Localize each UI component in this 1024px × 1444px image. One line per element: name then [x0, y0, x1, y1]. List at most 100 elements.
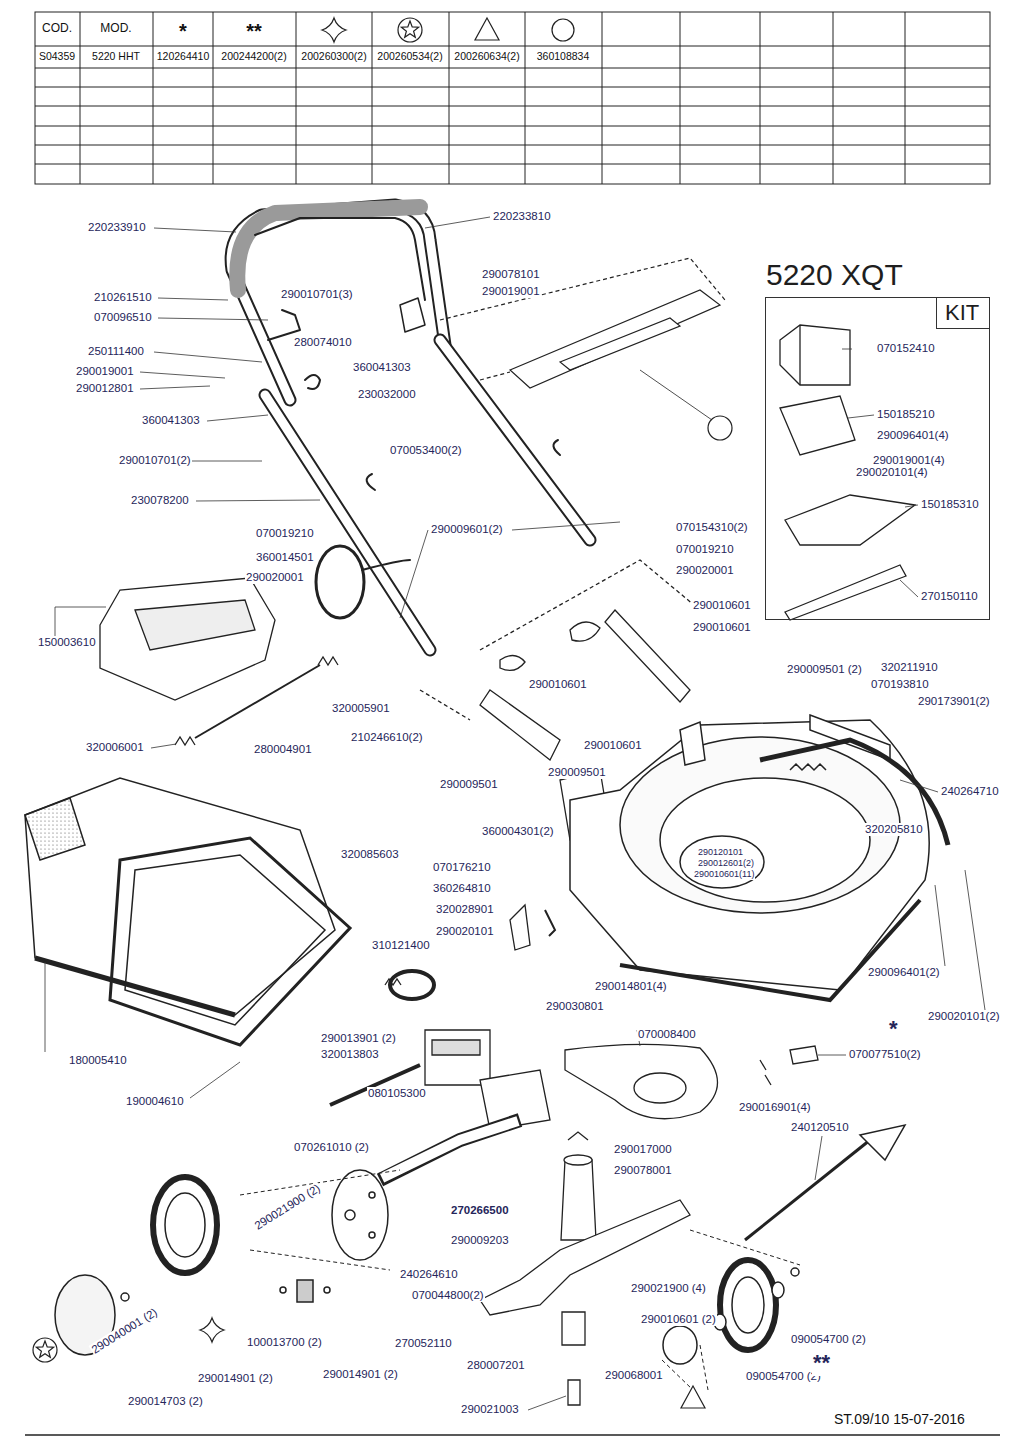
- callout-number: 290009501: [547, 766, 607, 779]
- callout-number: 290020101(2): [927, 1010, 1001, 1023]
- callout-number: 070008400: [637, 1028, 697, 1041]
- drive-parts: [330, 905, 818, 1180]
- handle: [231, 205, 590, 650]
- callout-number: 070019210: [675, 543, 735, 556]
- rear-flap: [100, 578, 338, 745]
- callout-number: 320028901: [435, 903, 495, 916]
- callout-number: 320211910: [880, 661, 939, 674]
- callout-number: 290013901 (2): [320, 1032, 397, 1045]
- callout-number: 320205810: [864, 823, 924, 836]
- callout-number: 270150110: [920, 590, 979, 603]
- callout-number: 290009601(2): [430, 523, 504, 536]
- callout-number: 290020101(4): [855, 466, 929, 479]
- callout-number: ST.09/10 15-07-2016: [833, 1411, 966, 1427]
- callout-number: 290019001: [481, 285, 541, 298]
- callout-number: 290021003: [460, 1403, 520, 1416]
- parts-table-grid: [35, 12, 990, 184]
- callout-number: 070053400(2): [389, 444, 463, 457]
- callout-number: 070152410: [876, 342, 936, 355]
- callout-number: 320006001: [85, 741, 145, 754]
- callout-number: 290014901 (2): [197, 1372, 274, 1385]
- callout-number: 290010601 (2): [640, 1313, 717, 1326]
- callout-number: 290010601: [528, 678, 588, 691]
- callout-number: 210246610(2): [350, 731, 424, 744]
- kit-tag: KIT: [937, 298, 989, 327]
- callout-number: 230032000: [357, 388, 417, 401]
- callout-number: 070096510: [93, 311, 153, 324]
- callout-number: 290010701(3): [280, 288, 354, 301]
- callout-number: 070077510(2): [848, 1048, 922, 1061]
- callout-number: **: [812, 1350, 831, 1375]
- callout-number: 220233910: [87, 221, 147, 234]
- table-symbols: [322, 18, 574, 42]
- callout-number: 290009203: [450, 1234, 510, 1247]
- callout-number: 070154310(2): [675, 521, 749, 534]
- callout-number: 290021900 (4): [630, 1282, 707, 1295]
- callout-number: 320013803: [320, 1048, 380, 1061]
- callout-number: 290014703 (2): [127, 1395, 204, 1408]
- callout-number: 290068001: [604, 1369, 664, 1382]
- table-cell: 200260634(2): [453, 50, 520, 62]
- callout-number: 270266500: [450, 1204, 510, 1217]
- callout-number: 290019001: [75, 365, 135, 378]
- callout-number: 290021900 (2): [251, 1181, 323, 1233]
- table-cell: COD.: [41, 22, 73, 36]
- callout-number: 290096401(4): [876, 429, 950, 442]
- table-cell: 200244200(2): [220, 50, 287, 62]
- callout-number: 280074010: [293, 336, 353, 349]
- callout-number: 360014501: [255, 551, 315, 564]
- callout-number: 150003610: [37, 636, 97, 649]
- callout-number: 280004901: [253, 743, 313, 756]
- callout-number: 290012601(2): [697, 858, 755, 868]
- callout-number: 290078101: [481, 268, 541, 281]
- footer-rule: [25, 1434, 1000, 1436]
- callout-number: 070261010 (2): [293, 1141, 370, 1154]
- callout-number: 360004301(2): [481, 825, 555, 838]
- callout-number: 290096401(2): [867, 966, 941, 979]
- callout-number: 070044800(2): [411, 1289, 485, 1302]
- callout-number: 090054700 (2): [745, 1370, 822, 1383]
- callout-number: 280007201: [466, 1359, 526, 1372]
- callout-number: 290016901(4): [738, 1101, 812, 1114]
- callout-number: 290009501: [439, 778, 499, 791]
- table-cell: 200260534(2): [376, 50, 443, 62]
- callout-number: 290017000: [613, 1143, 673, 1156]
- kit-tab: KIT: [936, 298, 989, 329]
- callout-number: 290010701(2): [118, 454, 192, 467]
- callout-number: 220233810: [492, 210, 552, 223]
- callout-number: 240120510: [790, 1121, 850, 1134]
- callout-number: 310121400: [371, 939, 431, 952]
- callout-number: 100013700 (2): [246, 1336, 323, 1349]
- callout-number: 290020101: [435, 925, 495, 938]
- callout-number: 090054700 (2): [790, 1333, 867, 1346]
- callout-number: 070176210: [432, 861, 492, 874]
- callout-number: 290014801(4): [594, 980, 668, 993]
- table-cell: 200260300(2): [300, 50, 367, 62]
- callout-number: 270052110: [394, 1337, 453, 1350]
- callout-number: 290120101: [697, 847, 744, 857]
- callout-number: 360041303: [141, 414, 201, 427]
- callout-number: 180005410: [68, 1054, 128, 1067]
- callout-number: 240264610: [399, 1268, 459, 1281]
- callout-number: 290014901 (2): [322, 1368, 399, 1381]
- callout-number: 070019210: [255, 527, 315, 540]
- callout-number: 290009501 (2): [786, 663, 863, 676]
- callout-number: 190004610: [125, 1095, 185, 1108]
- callout-number: 290030801: [545, 1000, 605, 1013]
- callout-number: 150185210: [876, 408, 936, 421]
- table-cell: *: [178, 20, 188, 43]
- callout-number: 210261510: [93, 291, 153, 304]
- callout-number: 290078001: [613, 1164, 673, 1177]
- top-cover: [440, 258, 732, 440]
- table-cell: 5220 HHT: [91, 50, 141, 62]
- callout-number: 290010601: [692, 621, 752, 634]
- callout-number: 320085603: [340, 848, 400, 861]
- callout-number: 290020001: [675, 564, 735, 577]
- grass-bag: [25, 778, 350, 1045]
- table-cell: 120264410: [156, 50, 211, 62]
- callout-number: 320005901: [331, 702, 391, 715]
- wheels: [55, 1125, 905, 1390]
- callout-number: 290020001: [245, 571, 305, 584]
- callout-number: 240264710: [940, 785, 1000, 798]
